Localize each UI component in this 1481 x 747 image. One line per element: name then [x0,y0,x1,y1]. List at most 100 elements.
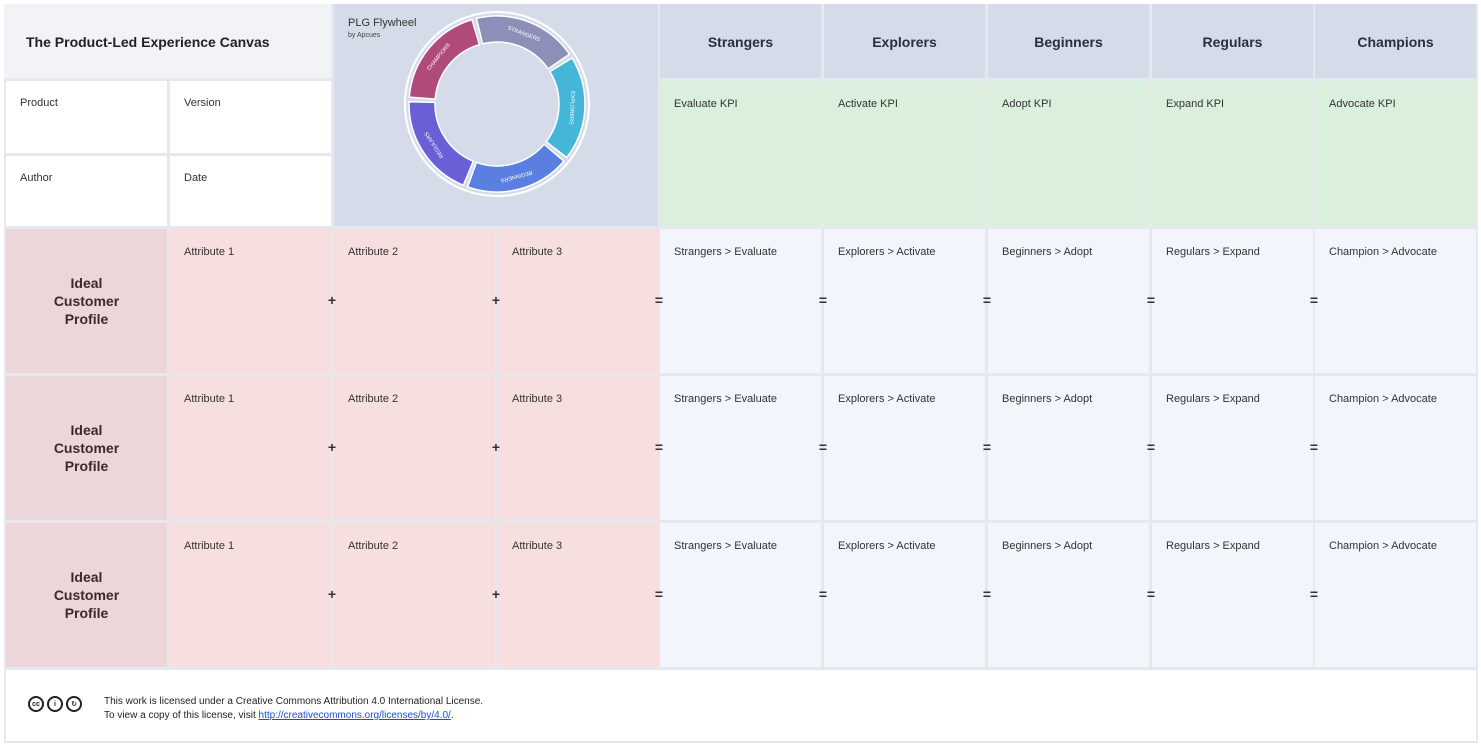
license-link[interactable]: http://creativecommons.org/licenses/by/4… [258,710,451,721]
journey-cell-0-4[interactable]: Champion > Advocate [1315,229,1476,373]
stage-header-label: Beginners [1034,34,1103,50]
attribute-cell-2-2[interactable]: Attribute 3 [498,523,659,667]
icp-label-line: Customer [53,293,120,309]
journey-cell-2-4[interactable]: Champion > Advocate [1315,523,1476,667]
journey-cell-0-2[interactable]: Beginners > Adopt [988,229,1149,373]
icp-label-line: Ideal [70,569,103,585]
flywheel-segment-beginners [466,143,565,193]
license-text: This work is licensed under a Creative C… [104,695,483,723]
license-line-2-suffix: . [450,710,454,721]
journey-cell-1-0[interactable]: Strangers > Evaluate [660,376,821,520]
equals-operator: = [1309,586,1319,602]
version-field[interactable]: Version [170,81,331,153]
attribute-cell-1-2[interactable]: Attribute 3 [498,376,659,520]
attribute-cell-1-1[interactable]: Attribute 2 [334,376,495,520]
cc-license-icons: cc i ↻ [28,696,82,712]
attribute-label: Attribute 3 [512,393,563,405]
license-line-2-prefix: To view a copy of this license, visit [104,710,259,721]
plus-operator: + [491,439,501,455]
journey-label: Champion > Advocate [1329,540,1437,552]
attribute-cell-2-1[interactable]: Attribute 2 [334,523,495,667]
journey-cell-0-3[interactable]: Regulars > Expand [1152,229,1313,373]
stage-header-label: Strangers [707,34,774,50]
sa-icon: ↻ [66,696,82,712]
attribute-label: Attribute 3 [512,246,563,258]
journey-label: Explorers > Activate [838,393,936,405]
journey-cell-2-3[interactable]: Regulars > Expand [1152,523,1313,667]
flywheel-diagram: STRANGERSEXPLORERSBEGINNERSREGULARSCHAMP… [404,11,590,197]
equals-operator: = [654,292,664,308]
attribute-label: Attribute 2 [348,540,399,552]
product-label: Product [20,97,58,109]
stage-header-champions: Champions [1315,4,1476,78]
kpi-label: Activate KPI [838,98,898,110]
attribute-cell-0-2[interactable]: Attribute 3 [498,229,659,373]
product-field[interactable]: Product [6,81,167,153]
kpi-label: Advocate KPI [1329,98,1396,110]
author-label: Author [20,172,53,184]
version-label: Version [184,97,221,109]
equals-operator: = [982,292,992,308]
attribute-label: Attribute 1 [184,393,235,405]
journey-cell-0-1[interactable]: Explorers > Activate [824,229,985,373]
journey-cell-2-0[interactable]: Strangers > Evaluate [660,523,821,667]
journey-cell-0-0[interactable]: Strangers > Evaluate [660,229,821,373]
kpi-label: Evaluate KPI [674,98,738,110]
flywheel-subtitle: by Apcues [348,32,381,39]
kpi-cell-2[interactable]: Adopt KPI [988,81,1149,226]
icp-label-line: Customer [53,587,120,603]
journey-cell-1-1[interactable]: Explorers > Activate [824,376,985,520]
icp-label-line: Profile [64,458,109,474]
journey-cell-2-2[interactable]: Beginners > Adopt [988,523,1149,667]
journey-cell-1-4[interactable]: Champion > Advocate [1315,376,1476,520]
journey-cell-1-2[interactable]: Beginners > Adopt [988,376,1149,520]
author-field[interactable]: Author [6,156,167,226]
journey-label: Strangers > Evaluate [674,393,778,405]
license-line-1: This work is licensed under a Creative C… [104,696,484,707]
attribute-label: Attribute 2 [348,246,399,258]
attribute-cell-0-0[interactable]: Attribute 1 [170,229,331,373]
flywheel-title: PLG Flywheel [348,17,417,29]
equals-operator: = [818,439,828,455]
attribute-cell-0-1[interactable]: Attribute 2 [334,229,495,373]
kpi-cell-3[interactable]: Expand KPI [1152,81,1313,226]
journey-cell-1-3[interactable]: Regulars > Expand [1152,376,1313,520]
flywheel-segment-champions [408,18,481,100]
by-icon: i [47,696,63,712]
attribute-cell-1-0[interactable]: Attribute 1 [170,376,331,520]
license-footer: cc i ↻ This work is licensed under a Cre… [6,670,1476,741]
equals-operator: = [982,586,992,602]
journey-cell-2-1[interactable]: Explorers > Activate [824,523,985,667]
kpi-cell-4[interactable]: Advocate KPI [1315,81,1476,226]
journey-label: Champion > Advocate [1329,246,1437,258]
equals-operator: = [1146,586,1156,602]
journey-label: Regulars > Expand [1166,393,1260,405]
journey-label: Explorers > Activate [838,540,936,552]
equals-operator: = [818,292,828,308]
journey-label: Regulars > Expand [1166,540,1260,552]
date-field[interactable]: Date [170,156,331,226]
kpi-cell-1[interactable]: Activate KPI [824,81,985,226]
journey-label: Strangers > Evaluate [674,540,778,552]
kpi-cell-0[interactable]: Evaluate KPI [660,81,821,226]
equals-operator: = [982,439,992,455]
canvas-board: The Product-Led Experience Canvas Produc… [4,4,1478,743]
attribute-cell-2-0[interactable]: Attribute 1 [170,523,331,667]
equals-operator: = [1146,439,1156,455]
equals-operator: = [1309,292,1319,308]
icp-label-line: Ideal [70,275,103,291]
equals-operator: = [1309,439,1319,455]
journey-label: Beginners > Adopt [1002,246,1093,258]
flywheel-segment-strangers [475,15,571,70]
page-title: The Product-Led Experience Canvas [26,34,270,50]
flywheel-segment-label: EXPLORERS [568,91,576,125]
flywheel-track [404,11,590,197]
flywheel-center [439,46,555,162]
journey-label: Beginners > Adopt [1002,540,1093,552]
